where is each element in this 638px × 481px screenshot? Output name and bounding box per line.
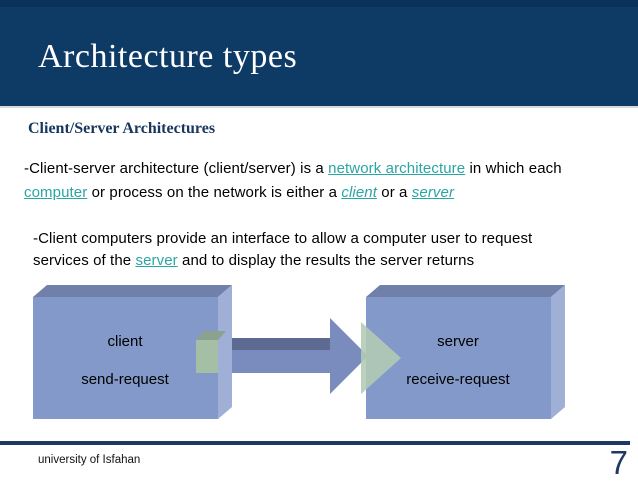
body-text: -Client-server architecture (client/serv… bbox=[24, 160, 329, 177]
body-text: or a bbox=[376, 184, 412, 201]
body-text: services of the bbox=[33, 252, 136, 269]
body-text: and to display the results the server re… bbox=[177, 252, 475, 269]
hyperlink[interactable]: network architecture bbox=[328, 160, 466, 177]
hyperlink[interactable]: computer bbox=[24, 184, 88, 201]
page-number: 7 bbox=[609, 444, 628, 481]
body-text: in which each bbox=[465, 160, 562, 177]
text-line: computer or process on the network is ei… bbox=[24, 181, 562, 205]
body-text: -Client computers provide an interface t… bbox=[33, 230, 533, 247]
paragraph-definition: -Client-server architecture (client/serv… bbox=[24, 157, 562, 205]
footer-divider-line bbox=[0, 441, 630, 445]
arrow-head bbox=[330, 318, 368, 394]
server-box-top-face bbox=[366, 285, 565, 297]
client-box-front-face bbox=[33, 297, 218, 419]
client-box-top-face bbox=[33, 285, 232, 297]
client-box-side-face bbox=[218, 285, 232, 419]
arrow-head-front-face bbox=[361, 322, 401, 394]
server-box-action-label: receive-request bbox=[406, 371, 510, 388]
text-line: -Client computers provide an interface t… bbox=[33, 228, 532, 250]
title-bar: Architecture types bbox=[0, 0, 638, 108]
body-text: or process on the network is either a bbox=[87, 184, 342, 201]
client-box-label: client bbox=[107, 333, 143, 350]
server-box-side-face bbox=[551, 285, 565, 419]
paragraph-client-role: -Client computers provide an interface t… bbox=[33, 228, 532, 272]
text-line: -Client-server architecture (client/serv… bbox=[24, 157, 562, 181]
hyperlink[interactable]: server bbox=[135, 252, 178, 269]
section-heading: Client/Server Architectures bbox=[28, 120, 216, 137]
server-box-label: server bbox=[437, 333, 479, 350]
hyperlink[interactable]: server bbox=[411, 184, 455, 201]
title-bar-top-edge bbox=[0, 0, 638, 7]
footer-institution: university of Isfahan bbox=[38, 454, 141, 466]
client-server-diagram: client send-request server receive-reque… bbox=[33, 285, 565, 419]
slide-title: Architecture types bbox=[38, 38, 298, 75]
server-box-front-face bbox=[366, 297, 551, 419]
arrow-tail-cap bbox=[196, 340, 218, 373]
text-line: services of the server and to display th… bbox=[33, 250, 532, 272]
arrow-tail-cap-bevel bbox=[196, 331, 226, 340]
hyperlink[interactable]: client bbox=[341, 184, 377, 201]
client-box-action-label: send-request bbox=[81, 371, 169, 388]
